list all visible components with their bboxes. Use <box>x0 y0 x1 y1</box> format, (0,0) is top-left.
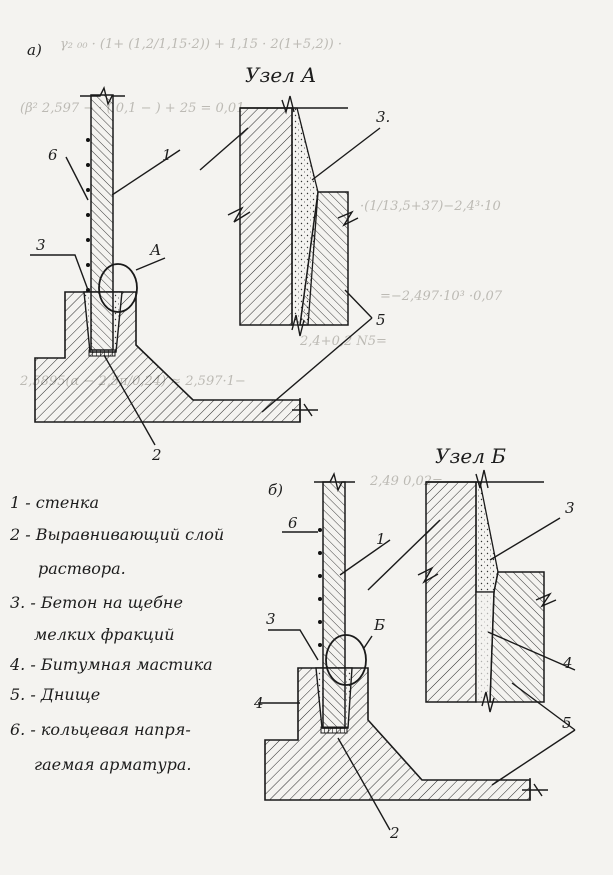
label-4-node-b: 4 <box>562 654 573 672</box>
label-3-b: 3 <box>266 610 276 628</box>
node-a-wall <box>239 107 293 326</box>
label-6-b: 6 <box>288 514 298 532</box>
label-4-b: 4 <box>253 694 264 712</box>
callout-circle-b <box>325 634 367 686</box>
node-a-slab <box>299 191 349 326</box>
label-3-a: 3 <box>36 236 46 254</box>
svg-text:γ₂ ₀₀ · (1+ (1,2/1,15·2)) + 1: γ₂ ₀₀ · (1+ (1,2/1,15·2)) + 1,15 · 2(1+5… <box>60 37 342 52</box>
callout-label-b: Б <box>373 616 385 634</box>
legend-item-6: 6. - кольцевая напря- <box>10 720 191 739</box>
legend-item-2-cont: раствора. <box>38 559 126 578</box>
view-b-label: б) <box>268 481 283 499</box>
svg-text:·(1/13,5+37)−2,4³·10: ·(1/13,5+37)−2,4³·10 <box>360 199 501 214</box>
svg-text:(β² 2,597 − · ( 0,1 −: (β² 2,597 − · ( 0,1 − ) + 25 = 0,01 <box>20 101 244 116</box>
label-2-b: 2 <box>389 824 400 842</box>
callout-label-a: А <box>149 241 161 259</box>
node-b-title: Узел Б <box>435 444 506 468</box>
legend-item-5: 5. - Днище <box>10 685 100 704</box>
legend-item-2: 2 - Выравнивающий слой <box>9 525 224 544</box>
node-a-title: Узел А <box>245 63 316 87</box>
svg-text:=−2,497·10³ ·0,07: =−2,497·10³ ·0,07 <box>380 289 503 304</box>
mortar-layer-a <box>88 349 116 357</box>
label-1-b: 1 <box>376 530 386 548</box>
prestress-bars-b <box>318 528 322 647</box>
wall-a <box>90 94 114 351</box>
legend-item-4: 4. - Битумная мастика <box>9 655 213 674</box>
label-1-a: 1 <box>162 146 172 164</box>
callout-circle-a <box>98 263 138 313</box>
label-3-node-b: 3 <box>565 499 575 517</box>
node-b-slab <box>489 571 545 703</box>
legend-item-1: 1 - стенка <box>10 493 99 512</box>
svg-text:2,4+0,2 N5=: 2,4+0,2 N5= <box>299 334 387 349</box>
view-a-drawing <box>30 85 373 446</box>
legend-item-3-cont: мелких фракций <box>34 625 175 644</box>
node-a-detail <box>199 95 381 337</box>
node-b-wall <box>425 481 477 703</box>
label-6-a: 6 <box>48 146 58 164</box>
label-5-node-b: 5 <box>562 714 572 732</box>
mortar-layer-b <box>320 726 348 734</box>
legend-item-3: 3. - Бетон на щебне <box>10 593 183 612</box>
legend: 1 - стенка 2 - Выравнивающий слой раство… <box>9 493 224 774</box>
view-b-drawing <box>258 471 576 831</box>
prestress-bars-a <box>86 138 90 292</box>
node-b-concrete <box>475 481 499 593</box>
label-3-node-a: 3. <box>376 108 390 126</box>
view-a-label: а) <box>27 41 42 59</box>
label-2-a: 2 <box>151 446 162 464</box>
node-b-detail <box>367 469 576 731</box>
wall-b <box>322 481 346 729</box>
label-5-node-a: 5 <box>376 311 386 329</box>
svg-text:2,49 0,02=: 2,49 0,02= <box>369 474 443 489</box>
legend-item-6-cont: гаемая арматура. <box>34 755 191 774</box>
